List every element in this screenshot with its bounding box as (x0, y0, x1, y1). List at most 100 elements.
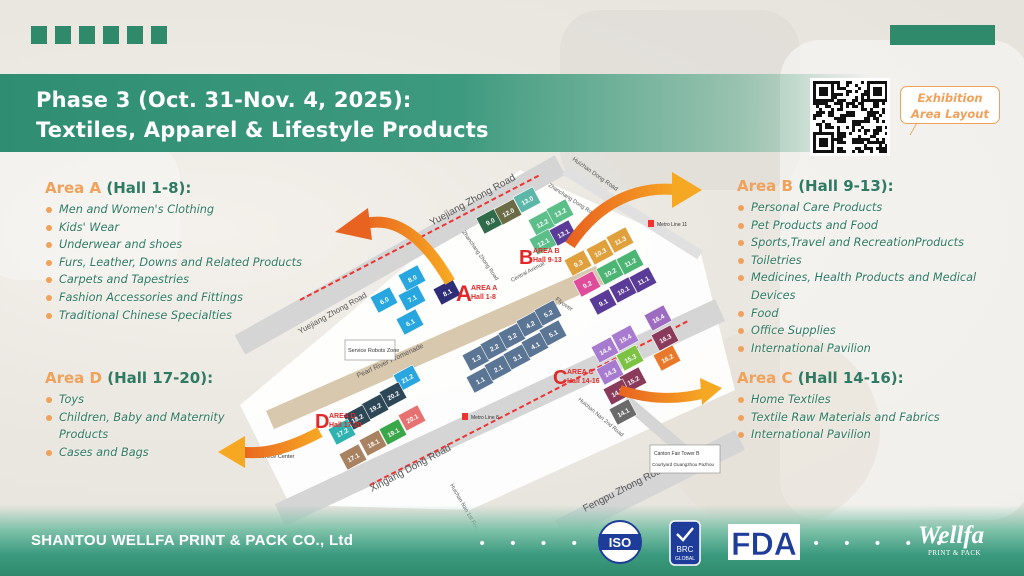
category-item: Children, Baby and Maternity Products (45, 409, 255, 444)
hall-5-1[interactable]: 5.1 (538, 319, 568, 347)
hall-10-3[interactable]: 10.3 (585, 238, 615, 266)
hall-14-1[interactable]: 14.1 (608, 398, 638, 426)
hall-10-1[interactable]: 10.1 (608, 276, 638, 304)
hall-label: 3.2 (507, 332, 519, 343)
hall-11-1[interactable]: 11.1 (628, 266, 658, 294)
category-item: Underwear and shoes (45, 236, 302, 254)
hall-13-2[interactable]: 13.2 (545, 198, 575, 226)
category-item: Men and Women's Clothing (45, 201, 302, 219)
dots-left: • • • • • (478, 536, 619, 552)
hall-9-3[interactable]: 9.3 (563, 249, 593, 277)
hall-17-2[interactable]: 17.2 (327, 418, 357, 446)
hall-11-3[interactable]: 11.3 (605, 226, 635, 254)
road-xingang (274, 299, 726, 526)
hall-block (605, 226, 635, 254)
hall-6-0[interactable]: 6.0 (369, 286, 399, 314)
area-halls: (Hall 17-20): (107, 369, 214, 387)
hall-block (397, 404, 427, 432)
hall-16-3[interactable]: 16.3 (650, 324, 680, 352)
marker-label: AREA D (329, 413, 356, 420)
company-name: SHANTOU WELLFA PRINT & PACK CO., Ltd (31, 532, 354, 549)
hall-13-0[interactable]: 13.0 (512, 186, 542, 214)
category-item: Toys (45, 391, 255, 409)
category-item: International Pavilion (737, 426, 940, 444)
hall-block (358, 429, 388, 457)
marker-letter: B (519, 247, 533, 269)
hall-19-2[interactable]: 19.2 (360, 393, 390, 421)
marker-letter: D (315, 411, 329, 433)
metro-route (299, 174, 541, 301)
qr-code[interactable] (810, 78, 890, 156)
hall-block (590, 336, 620, 364)
hall-20-1[interactable]: 20.1 (397, 404, 427, 432)
iso-text: ISO (609, 535, 631, 550)
hall-block (369, 286, 399, 314)
hall-block (395, 308, 425, 336)
hall-15-4[interactable]: 15.4 (610, 324, 640, 352)
hall-label: 7.1 (407, 294, 419, 305)
marker-halls: Hall 9-13 (533, 257, 562, 264)
decor-square (127, 26, 143, 44)
hall-8-0[interactable]: 8.0 (397, 264, 427, 292)
hall-label: 6.1 (405, 318, 417, 329)
hall-label: 9.0 (485, 217, 497, 228)
hall-18-1[interactable]: 18.1 (358, 429, 388, 457)
brc-text: BRC (677, 545, 694, 554)
hall-5-2[interactable]: 5.2 (533, 299, 563, 327)
certification-logos: ISO BRC GLOBAL FDA (598, 520, 800, 566)
hall-14-4[interactable]: 14.4 (590, 336, 620, 364)
hall-10-2[interactable]: 10.2 (595, 258, 625, 286)
wellfa-logo: Wellfa (918, 522, 985, 549)
category-item: Carpets and Tapestries (45, 271, 302, 289)
hall-block (585, 238, 615, 266)
arrow-to-area-a (358, 216, 455, 285)
hall-12-0[interactable]: 12.0 (493, 198, 523, 226)
hall-block (572, 270, 602, 298)
hall-6-1[interactable]: 6.1 (395, 308, 425, 336)
area-name: Area B (737, 177, 793, 195)
hall-8-1[interactable]: 8.1 (432, 278, 462, 306)
area-name: Area A (45, 179, 102, 197)
area-halls: (Hall 9-13): (798, 177, 894, 195)
category-item: Fashion Accessories and Fittings (45, 289, 302, 307)
hall-block (602, 378, 632, 406)
hall-block (397, 264, 427, 292)
hall-17-1[interactable]: 17.1 (338, 443, 368, 471)
wellfa-logo-sub: PRINT & PACK (928, 549, 982, 557)
hall-block (608, 276, 638, 304)
hall-16-2[interactable]: 16.2 (652, 344, 682, 372)
hall-block (432, 278, 462, 306)
area-name: Area C (737, 369, 793, 387)
bubble-line2: Area Layout (911, 107, 989, 121)
hall-19-1[interactable]: 19.1 (378, 418, 408, 446)
arrowhead (218, 436, 245, 468)
hall-13-1[interactable]: 13.1 (548, 219, 578, 247)
area-c-marker[interactable]: C AREA C Hall 14-16 (553, 367, 600, 389)
hall-14-3[interactable]: 14.3 (595, 358, 625, 386)
hall-block (538, 319, 568, 347)
hall-16-4[interactable]: 16.4 (643, 304, 673, 332)
area-a-marker[interactable]: A AREA A Hall 1-8 (456, 281, 497, 306)
hall-label: 3.1 (512, 353, 524, 364)
decor-square (151, 26, 167, 44)
tower-box (649, 444, 721, 474)
hall-11-2[interactable]: 11.2 (615, 248, 645, 276)
arrowhead (335, 208, 372, 240)
area-b-marker[interactable]: B AREA B Hall 9-13 (519, 247, 562, 269)
hall-block (493, 198, 523, 226)
hall-block (652, 344, 682, 372)
hall-block (608, 398, 638, 426)
hall-9-1[interactable]: 9.1 (588, 288, 618, 316)
area-d-marker[interactable]: D AREA D Hall 17-20 (315, 411, 362, 433)
hall-label: 8.1 (442, 288, 454, 299)
hall-block (327, 418, 357, 446)
hall-block (610, 324, 640, 352)
hall-20-2[interactable]: 20.2 (378, 381, 408, 409)
hall-15-3[interactable]: 15.3 (615, 344, 645, 372)
decor-square (103, 26, 119, 44)
hall-9-2[interactable]: 9.2 (572, 270, 602, 298)
area-a-heading: Area A (Hall 1-8): (45, 179, 302, 197)
category-item: Textile Raw Materials and Fabrics (737, 409, 940, 427)
area-b-heading: Area B (Hall 9-13): (737, 177, 1017, 195)
footer-band (0, 505, 1024, 576)
